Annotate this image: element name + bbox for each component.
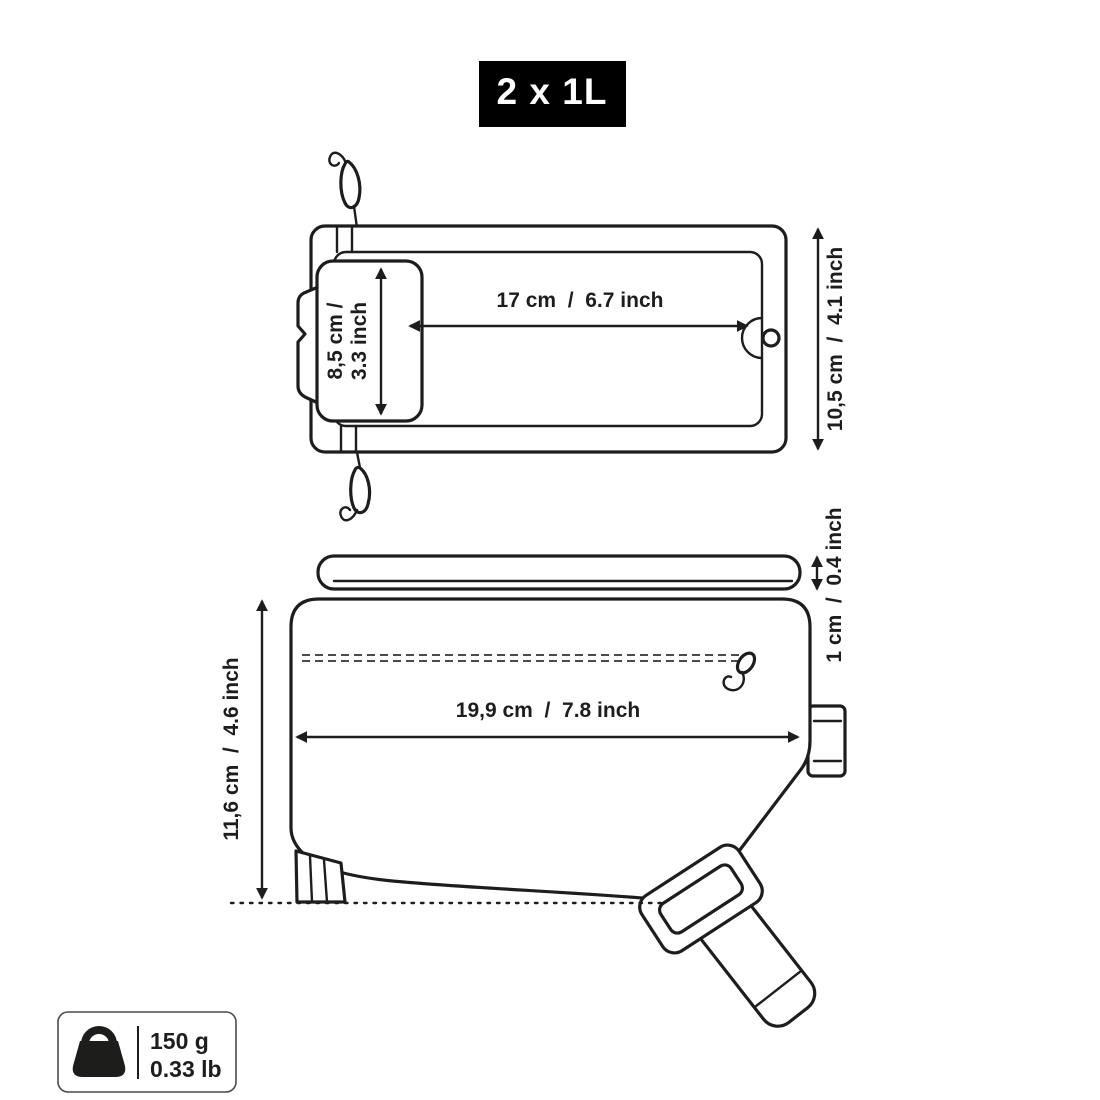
- volume-badge: 2 x 1L: [479, 61, 626, 127]
- kettlebell-weight-icon: [72, 1026, 126, 1077]
- side-length-label: 19,9 cm / 7.8 inch: [456, 699, 640, 722]
- top-height-label: 10,5 cm / 4.1 inch: [824, 247, 847, 431]
- weight-spec: 150 g 0.33 lb: [57, 1011, 237, 1093]
- side-height-label: 11,6 cm / 4.6 inch: [220, 657, 243, 840]
- phone-window-outline: [315, 259, 424, 423]
- strap-buckle: [638, 843, 764, 955]
- volume-badge-background: [479, 61, 626, 127]
- front-mount-foot: [294, 849, 347, 904]
- zipper-line: [302, 654, 740, 662]
- weight-imperial-label: 0.33 lb: [150, 1056, 222, 1082]
- phone-window-tab: [296, 285, 320, 405]
- top-width-label: 17 cm / 6.7 inch: [497, 289, 664, 312]
- dimension-top-width: 17 cm / 6.7 inch: [408, 289, 749, 332]
- window-height-label-line2: 3.3 inch: [348, 302, 371, 380]
- dimension-flap-height: 1 cm / 0.4 inch: [811, 507, 846, 663]
- window-height-label-line1: 8,5 cm /: [324, 302, 347, 379]
- weight-metric-label: 150 g: [150, 1028, 209, 1054]
- flap-height-label: 1 cm / 0.4 inch: [823, 507, 846, 662]
- dimension-window-height: 8,5 cm / 3.3 inch: [324, 267, 387, 416]
- dimension-top-height: 10,5 cm / 4.1 inch: [812, 227, 847, 451]
- rear-mount-tab: [806, 704, 847, 778]
- dimension-side-height: 11,6 cm / 4.6 inch: [220, 599, 268, 900]
- strap-webbing-marks: [335, 224, 358, 454]
- zipper-pull-icon: [722, 651, 757, 692]
- side-view-drawing: 1 cm / 0.4 inch 19,9 cm / 7.8 inch 11,6 …: [220, 507, 847, 1028]
- drawstring-toggle-bottom-icon: [339, 450, 372, 522]
- zipper-garage-icon: [740, 316, 781, 360]
- dimension-side-length: 19,9 cm / 7.8 inch: [295, 699, 800, 743]
- side-view-flap: [316, 554, 802, 591]
- drawstring-toggle-top-icon: [328, 151, 362, 230]
- phone-window: [296, 259, 424, 423]
- top-view-drawing: 8,5 cm / 3.3 inch 17 cm / 6.7 inch 10,5 …: [296, 151, 847, 522]
- volume-badge-label: 2 x 1L: [497, 71, 608, 112]
